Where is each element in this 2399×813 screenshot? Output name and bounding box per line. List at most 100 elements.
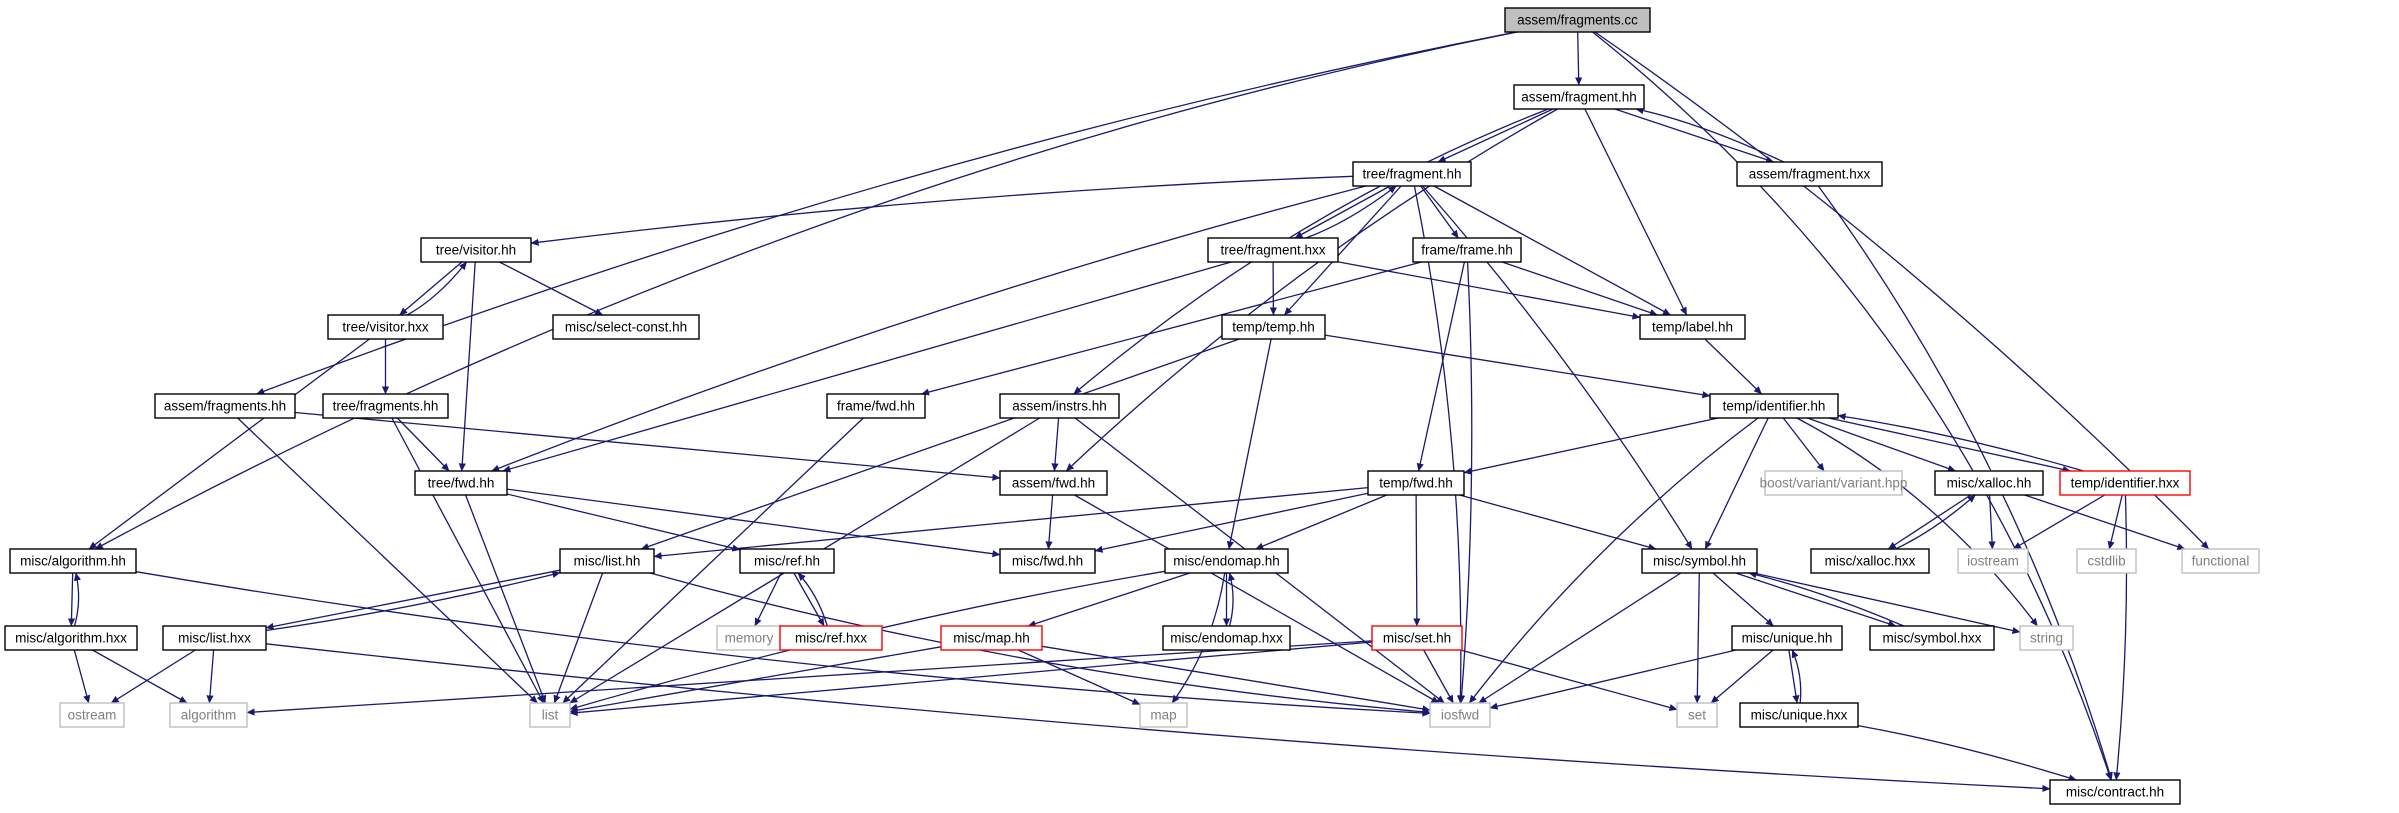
node-misc-algorithm-hxx[interactable]: misc/algorithm.hxx [4,625,138,651]
node-label: misc/ref.hh [754,554,820,569]
node-misc-contract-hh[interactable]: misc/contract.hh [2049,779,2181,805]
edge-misc-list-hxx-to-algorithm [206,649,215,704]
edge-misc-unique-hxx-to-misc-unique-hh [1791,649,1802,704]
edge-tree-visitor-hxx-to-tree-visitor-hh [406,261,468,316]
node-ostream: ostream [59,702,125,728]
edge-tree-fragment-hxx-to-tree-fwd-hh [502,261,1232,473]
node-tree-fwd-hh[interactable]: tree/fwd.hh [414,470,508,496]
edge-misc-algorithm-hxx-to-ostream [73,649,91,704]
node-misc-list-hh[interactable]: misc/list.hh [559,548,655,574]
node-box [327,314,444,340]
node-misc-fwd-hh[interactable]: misc/fwd.hh [999,548,1096,574]
node-tree-visitor-hxx[interactable]: tree/visitor.hxx [327,314,444,340]
node-misc-endomap-hxx[interactable]: misc/endomap.hxx [1162,625,1291,651]
node-label: misc/endomap.hh [1173,554,1280,569]
node-misc-list-hxx[interactable]: misc/list.hxx [162,625,267,651]
edge-misc-algorithm-hh-to-misc-algorithm-hxx [67,572,76,627]
node-memory: memory [716,625,782,651]
node-box [529,702,571,728]
node-frame-frame-hh[interactable]: frame/frame.hh [1412,237,1522,263]
node-misc-unique-hh[interactable]: misc/unique.hh [1731,625,1843,651]
edge-tree-fragment-hh-to-tree-fwd-hh [491,185,1366,472]
edge-temp-temp-hh-to-misc-endomap-hh [1226,338,1272,550]
node-label: misc/set.hh [1383,631,1451,646]
node-box [779,625,883,651]
node-misc-unique-hxx[interactable]: misc/unique.hxx [1739,702,1859,728]
node-box [1731,625,1843,651]
node-misc-set-hh[interactable]: misc/set.hh [1371,625,1463,651]
node-temp-identifier-hxx[interactable]: temp/identifier.hxx [2059,470,2191,496]
node-assem-fragments-cc[interactable]: assem/fragments.cc [1504,7,1651,33]
node-box [1639,314,1746,340]
edge-misc-symbol-hxx-to-misc-symbol-hh [1748,571,1904,627]
edge-tree-visitor-hh-to-misc-select-const-hh [499,261,603,316]
node-box [420,237,532,263]
node-label: assem/fragments.cc [1517,13,1638,28]
edge-temp-temp-hh-to-temp-identifier-hh [1324,334,1711,399]
node-temp-label-hh[interactable]: temp/label.hh [1639,314,1746,340]
node-set: set [1676,702,1718,728]
edge-temp-identifier-hh-to-boost-variant [1782,417,1825,472]
node-label: misc/select-const.hh [565,320,687,335]
node-label: temp/identifier.hh [1723,399,1826,414]
node-misc-ref-hh[interactable]: misc/ref.hh [739,548,835,574]
edge-misc-unique-hh-to-set [1710,649,1774,704]
edge-temp-identifier-hxx-to-iostream [2012,494,2106,550]
edge-assem-fragment-hh-to-temp-label-hh [1584,108,1688,316]
node-box [2181,548,2260,574]
node-misc-ref-hxx[interactable]: misc/ref.hxx [779,625,883,651]
node-temp-fwd-hh[interactable]: temp/fwd.hh [1367,470,1465,496]
node-label: algorithm [181,708,237,723]
node-assem-fragments-hh[interactable]: assem/fragments.hh [154,393,296,419]
edge-misc-list-hh-to-misc-list-hxx [265,569,561,630]
edge-temp-identifier-hxx-to-temp-identifier-hh [1837,413,2084,472]
node-temp-temp-hh[interactable]: temp/temp.hh [1221,314,1326,340]
node-tree-fragment-hh[interactable]: tree/fragment.hh [1352,161,1472,187]
node-tree-visitor-hh[interactable]: tree/visitor.hh [420,237,532,263]
node-assem-fragment-hxx[interactable]: assem/fragment.hxx [1736,161,1883,187]
node-assem-instrs-hh[interactable]: assem/instrs.hh [999,393,1120,419]
node-layer: assem/fragments.cc assem/fragment.hh assem… [4,7,2260,805]
node-misc-xalloc-hxx[interactable]: misc/xalloc.hxx [1810,548,1930,574]
node-label: tree/visitor.hh [436,243,516,258]
edge-misc-symbol-hh-to-misc-unique-hh [1712,572,1774,627]
node-tree-fragments-hh[interactable]: tree/fragments.hh [322,393,449,419]
node-temp-identifier-hh[interactable]: temp/identifier.hh [1709,393,1839,419]
node-misc-symbol-hxx[interactable]: misc/symbol.hxx [1869,625,1995,651]
edge-misc-set-hh-to-list [569,641,1373,717]
node-label: temp/fwd.hh [1379,476,1453,491]
node-label: tree/visitor.hxx [342,320,429,335]
node-box [999,548,1096,574]
node-label: tree/fragment.hxx [1220,243,1325,258]
edge-misc-list-hh-to-iosfwd [650,572,1431,716]
edge-misc-list-hxx-to-misc-list-hh [265,571,561,632]
node-label: ostream [68,708,117,723]
edge-temp-identifier-hh-to-misc-xalloc-hh [1807,417,1956,472]
edge-assem-fragment-hh-to-assem-fwd-hh [1065,108,1558,472]
edge-assem-fragments-cc-to-assem-fragments-hh [256,31,1517,395]
node-assem-fwd-hh[interactable]: assem/fwd.hh [999,470,1108,496]
node-misc-xalloc-hh[interactable]: misc/xalloc.hh [1934,470,2044,496]
node-misc-algorithm-hh[interactable]: misc/algorithm.hh [9,548,137,574]
node-box [1641,548,1758,574]
edge-frame-frame-hh-to-temp-label-hh [1501,261,1658,316]
edge-misc-ref-hxx-to-misc-ref-hh [797,572,828,627]
node-box [739,548,835,574]
node-boost-variant: boost/variant/variant.hpp [1760,470,1907,496]
node-cstdlib: cstdlib [2076,548,2137,574]
node-box [999,470,1108,496]
edge-assem-instrs-hh-to-assem-fwd-hh [1051,417,1060,472]
node-misc-endomap-hh[interactable]: misc/endomap.hh [1164,548,1289,574]
edge-misc-unique-hh-to-misc-unique-hxx [1788,649,1800,704]
node-misc-symbol-hh[interactable]: misc/symbol.hh [1641,548,1758,574]
node-misc-map-hh[interactable]: misc/map.hh [940,625,1043,651]
node-misc-select-const-hh[interactable]: misc/select-const.hh [552,314,700,340]
node-label: misc/endomap.hxx [1170,631,1283,646]
edge-misc-algorithm-hxx-to-algorithm [92,649,188,704]
node-box [1709,393,1839,419]
node-label: misc/ref.hxx [795,631,867,646]
node-assem-fragment-hh[interactable]: assem/fragment.hh [1513,84,1645,110]
node-tree-fragment-hxx[interactable]: tree/fragment.hxx [1207,237,1339,263]
node-frame-fwd-hh[interactable]: frame/fwd.hh [826,393,926,419]
edge-temp-identifier-hh-to-iosfwd [1468,417,1759,704]
